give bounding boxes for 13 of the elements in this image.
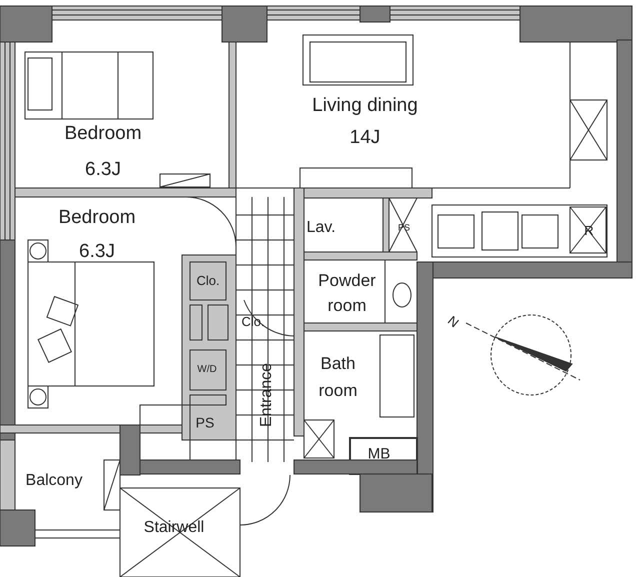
room-label: PS	[194, 414, 216, 432]
room-label: Clo.	[195, 272, 221, 290]
room-label: Entrance	[257, 362, 276, 430]
room-label: Bedroom 6.3J	[57, 206, 137, 264]
room-label: Living dining 14J	[311, 94, 419, 150]
room-label: W/D	[196, 364, 218, 376]
room-label: MB	[366, 446, 392, 464]
room-label: Powder room	[317, 270, 377, 317]
room-label: Lav.	[305, 218, 337, 238]
room-label: Balcony	[24, 471, 84, 491]
room-label: Bath room	[318, 353, 358, 402]
room-label: N	[444, 312, 463, 332]
room-label: Bedroom 6.3J	[63, 122, 143, 182]
